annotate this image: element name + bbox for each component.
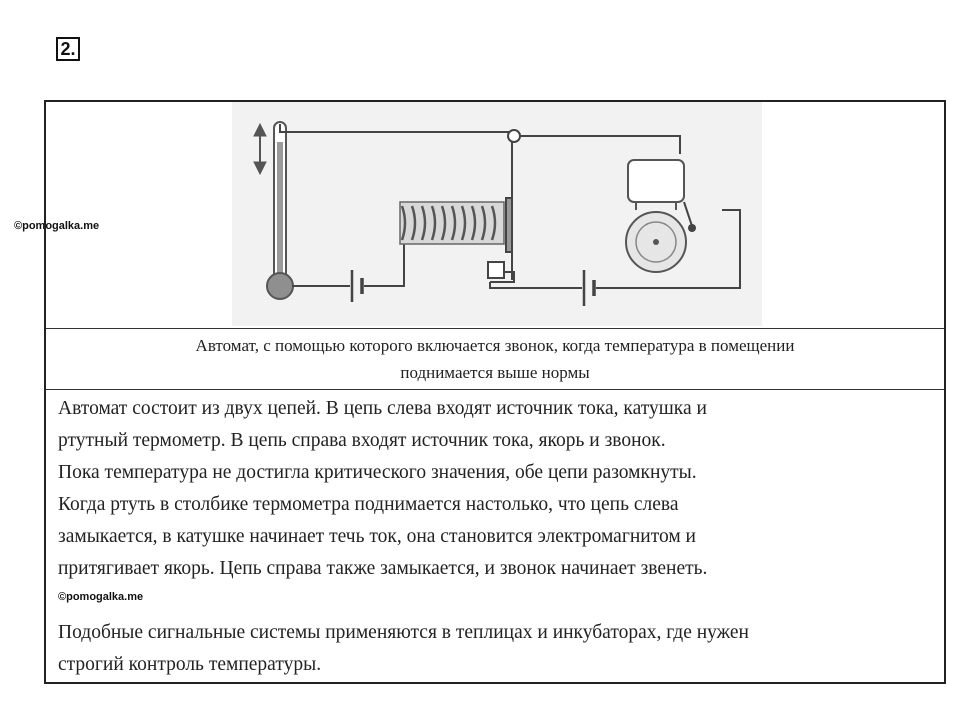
left-battery-icon — [292, 231, 405, 302]
armature-icon — [487, 129, 521, 283]
paragraph-line: строгий контроль температуры. — [58, 654, 322, 675]
right-battery-icon — [489, 135, 741, 306]
coil-icon — [399, 201, 505, 245]
up-down-arrow-icon — [253, 122, 267, 176]
task-frame: Автомат, с помощью которого включается з… — [44, 100, 946, 684]
watermark: ©pomogalka.me — [14, 220, 100, 232]
task-number: 2. — [56, 37, 80, 61]
paragraph-line: Пока температура не достигла критическог… — [58, 462, 697, 483]
figure-caption: Автомат, с помощью которого включается з… — [46, 329, 944, 390]
figure-area — [46, 102, 944, 329]
thermometer-icon — [266, 121, 294, 300]
paragraph-line: Когда ртуть в столбике термометра подним… — [58, 494, 679, 515]
watermark: ©pomogalka.me — [58, 591, 144, 603]
caption-line-1: Автомат, с помощью которого включается з… — [195, 336, 795, 355]
paragraph-line: замыкается, в катушке начинает течь ток,… — [58, 526, 696, 547]
paragraph-line: Автомат состоит из двух цепей. В цепь сл… — [58, 398, 707, 419]
circuit-diagram — [232, 102, 762, 326]
caption-line-2: поднимается выше нормы — [400, 363, 590, 382]
paragraph-line: Подобные сигнальные системы применяются … — [58, 622, 749, 643]
paragraph-line: притягивает якорь. Цепь справа также зам… — [58, 558, 708, 579]
bell-icon — [625, 159, 696, 273]
paragraph-line: ртутный термометр. В цепь справа входят … — [58, 430, 666, 451]
explanation-text: Автомат состоит из двух цепей. В цепь сл… — [46, 391, 944, 682]
